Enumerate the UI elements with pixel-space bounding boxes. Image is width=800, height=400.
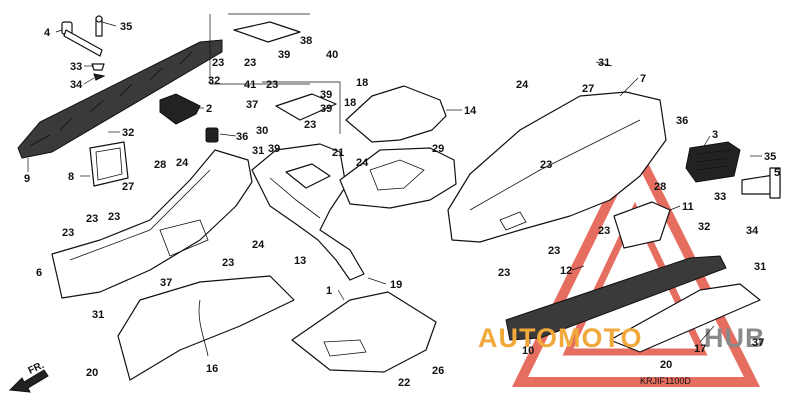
- center-body: [339, 147, 457, 209]
- left-floor-tread: [17, 39, 223, 159]
- callout-40: 39: [268, 143, 280, 155]
- callout-20: 20: [86, 367, 98, 379]
- callout-21: 21: [332, 147, 344, 159]
- callout-28b: 28: [654, 181, 666, 193]
- callout-35: 35: [120, 21, 132, 33]
- callout-9: 9: [24, 173, 30, 185]
- callout-23j: 23: [598, 225, 610, 237]
- watermark-word-a: AUTOMOTO: [478, 323, 643, 353]
- callout-30: 30: [256, 125, 268, 137]
- callout-23b: 23: [86, 213, 98, 225]
- callout-28: 28: [154, 159, 166, 171]
- bolt-4-assembly: [61, 15, 106, 81]
- callout-32b: 32: [208, 75, 220, 87]
- rear-body-cover: [447, 91, 667, 243]
- callout-18: 18: [356, 77, 368, 89]
- callout-36b: 36: [676, 115, 688, 127]
- diagram-code: KRJIF1100D: [640, 376, 691, 386]
- callout-23e: 23: [212, 57, 224, 69]
- callout-29: 29: [432, 143, 444, 155]
- callout-26: 26: [432, 365, 444, 377]
- callout-5: 5: [774, 167, 780, 179]
- callout-24c: 24: [252, 239, 265, 251]
- callout-38: 37: [246, 99, 258, 111]
- callout-31c: 31: [598, 57, 610, 69]
- callout-23: 23: [108, 211, 120, 223]
- callout-labels: 4 35 33 34 32 9 2 8 28 24 27 23 23 23 6 …: [24, 21, 780, 389]
- callout-10: 10: [522, 345, 534, 357]
- callout-24: 24: [176, 157, 189, 169]
- callout-37b: 37: [752, 337, 764, 349]
- left-side-cover: [51, 141, 253, 299]
- front-direction-arrow: FR.: [8, 360, 49, 393]
- right-floor-tread: [505, 255, 761, 353]
- center-under-cover: [291, 291, 437, 373]
- callout-31: 31: [252, 145, 264, 157]
- callout-33b: 33: [714, 191, 726, 203]
- watermark-word-b: HUB: [704, 323, 766, 353]
- callout-42: 41: [244, 79, 256, 91]
- callout-11: 11: [682, 201, 694, 213]
- callout-24d: 24: [516, 79, 529, 91]
- callout-37: 37: [160, 277, 172, 289]
- center-cover-14: [345, 85, 447, 143]
- left-under-cover: [117, 275, 295, 381]
- callout-32c: 32: [698, 221, 710, 233]
- callout-23i: 23: [540, 159, 552, 171]
- callout-34b: 34: [746, 225, 759, 237]
- callout-23d: 23: [222, 257, 234, 269]
- callout-39b: 39: [278, 49, 290, 61]
- callout-34: 34: [70, 79, 83, 91]
- left-bracket-36: [205, 127, 219, 143]
- callout-39d: 39: [320, 103, 332, 115]
- right-foot-pin-5: [741, 167, 781, 199]
- callout-14: 14: [464, 105, 477, 117]
- callout-1: 1: [326, 285, 332, 297]
- callout-20b: 20: [660, 359, 672, 371]
- callout-16: 16: [206, 363, 218, 375]
- callout-23f: 23: [244, 57, 256, 69]
- right-bracket-11: [613, 201, 671, 249]
- inner-box-bracket-38: [262, 81, 341, 134]
- callout-33: 33: [70, 61, 82, 73]
- watermark-logo: AUTOMOTO HUB: [478, 323, 766, 353]
- callout-7: 7: [640, 73, 646, 85]
- callout-35b: 35: [764, 151, 776, 163]
- callout-39: 38: [300, 35, 312, 47]
- callout-23h: 23: [304, 119, 316, 131]
- callout-2: 2: [206, 103, 212, 115]
- callout-13: 13: [294, 255, 306, 267]
- callout-27b: 27: [582, 83, 594, 95]
- callout-32: 32: [122, 127, 134, 139]
- callout-6: 6: [36, 267, 42, 279]
- callout-39c: 39: [320, 89, 332, 101]
- callout-31d: 31: [754, 261, 766, 273]
- callout-18b: 18: [344, 97, 356, 109]
- leader-lines: [27, 21, 762, 344]
- callout-4: 4: [44, 27, 51, 39]
- callout-17: 17: [694, 343, 706, 355]
- callout-8: 8: [68, 171, 74, 183]
- center-tunnel: [251, 143, 365, 281]
- inner-box-bracket-41: [209, 13, 310, 85]
- callout-12: 12: [560, 265, 572, 277]
- callout-23k: 23: [548, 245, 560, 257]
- left-step-bracket: [159, 93, 201, 125]
- callout-24b: 24: [356, 157, 369, 169]
- callout-22: 22: [398, 377, 410, 389]
- callout-41: 40: [326, 49, 338, 61]
- callout-36: 36: [236, 131, 248, 143]
- right-footpeg: [685, 141, 741, 183]
- callout-27: 27: [122, 181, 134, 193]
- callout-23c: 23: [62, 227, 74, 239]
- callout-19: 19: [390, 279, 402, 291]
- callout-3: 3: [712, 129, 718, 141]
- callout-23g: 23: [266, 79, 278, 91]
- callout-23l: 23: [498, 267, 510, 279]
- callout-31b: 31: [92, 309, 104, 321]
